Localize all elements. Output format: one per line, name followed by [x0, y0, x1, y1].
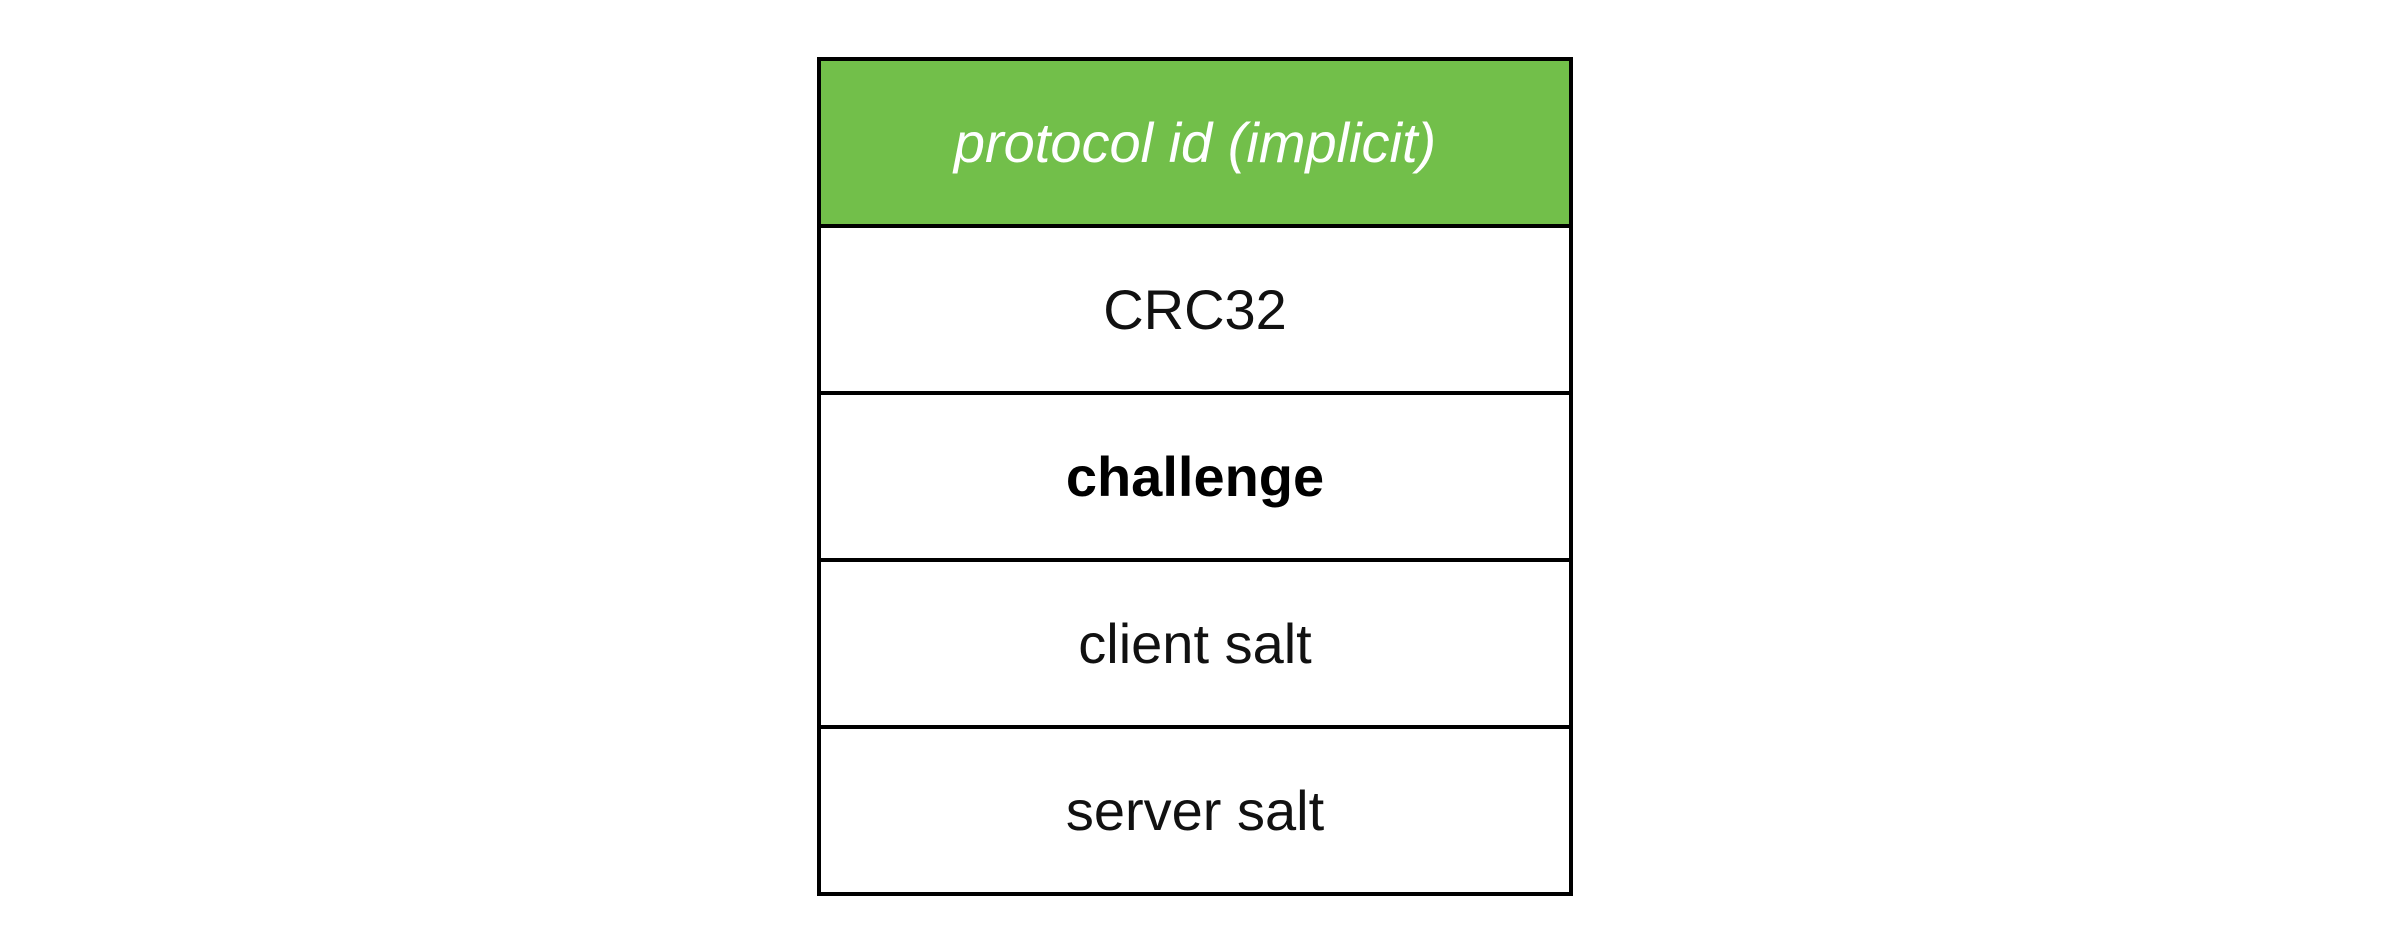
- field-server-salt-label: server salt: [1065, 779, 1325, 842]
- field-client-salt-label: client salt: [1078, 612, 1312, 675]
- field-server-salt: server salt: [821, 725, 1569, 892]
- field-crc32-label: CRC32: [1103, 278, 1287, 341]
- field-protocol-id: protocol id (implicit): [821, 61, 1569, 224]
- field-challenge: challenge: [821, 391, 1569, 558]
- packet-diagram: protocol id (implicit) CRC32 challenge c…: [817, 57, 1573, 896]
- field-client-salt: client salt: [821, 558, 1569, 725]
- field-challenge-label: challenge: [1065, 445, 1325, 508]
- field-protocol-id-label: protocol id (implicit): [953, 111, 1437, 174]
- field-crc32: CRC32: [821, 224, 1569, 391]
